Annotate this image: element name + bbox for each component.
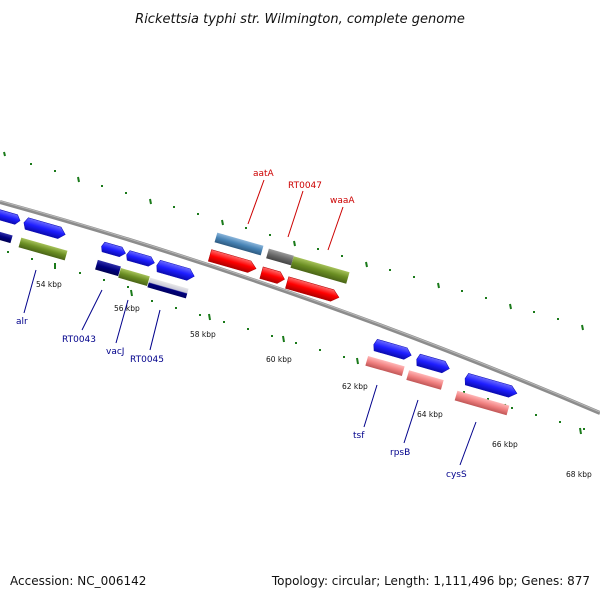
tick-label: 68 kbp <box>566 470 592 479</box>
gene-label-aatA: aatA <box>253 169 275 179</box>
tick-label: 62 kbp <box>342 382 368 391</box>
gene-label-vacJ: vacJ <box>106 347 124 357</box>
tick-label: 54 kbp <box>36 280 62 289</box>
tick-label: 60 kbp <box>266 355 292 364</box>
gene-feature-RT0045 <box>147 277 189 299</box>
topology-text: Topology: circular; Length: 1,111,496 bp… <box>271 574 590 588</box>
gene-label-alr: alr <box>16 317 28 327</box>
gene-feature-forward <box>156 259 195 281</box>
gene-feature-reverse <box>285 276 340 302</box>
gene-label-waaA: waaA <box>330 196 355 206</box>
map-title: Rickettsia typhi str. Wilmington, comple… <box>135 12 465 27</box>
gene-feature-tsf <box>365 355 405 377</box>
gene-feature-aatA <box>214 232 264 256</box>
gene-label-cysS: cysS <box>446 470 467 480</box>
gene-feature-forward <box>464 373 518 398</box>
accession-text: Accession: NC_006142 <box>10 574 147 588</box>
genome-backbone-highlight <box>0 200 600 413</box>
tick-label: 56 kbp <box>114 304 140 313</box>
gene-feature-waaA <box>290 256 350 284</box>
gene-feature-left-edge-bottom <box>0 231 13 244</box>
gene-feature-forward <box>416 353 450 374</box>
gene-feature-left-edge-top <box>0 208 21 225</box>
gene-feature-reverse <box>259 266 285 284</box>
gene-label-rpsB: rpsB <box>390 448 410 458</box>
outer-tick-ring <box>3 151 584 331</box>
gene-feature-rpsB <box>406 370 444 390</box>
gene-label-RT0047: RT0047 <box>288 181 322 191</box>
gene-feature-vacJ <box>118 268 150 286</box>
genome-backbone <box>0 200 600 415</box>
gene-feature-forward <box>23 217 66 239</box>
label-leaders-blue <box>23 269 477 466</box>
label-leaders-red <box>247 179 344 251</box>
gene-feature-forward <box>101 241 126 258</box>
gene-feature-RT0043 <box>95 259 121 277</box>
gene-label-RT0045: RT0045 <box>130 355 164 365</box>
gene-feature-RT0047 <box>266 248 294 266</box>
gene-feature-cysS <box>454 390 510 416</box>
gene-feature-alr <box>18 237 68 261</box>
gene-feature-forward <box>373 338 412 360</box>
tick-label: 58 kbp <box>190 330 216 339</box>
gene-label-RT0043: RT0043 <box>62 335 96 345</box>
gene-feature-reverse <box>207 249 257 273</box>
gene-feature-forward <box>126 250 155 267</box>
gene-label-tsf: tsf <box>353 431 365 441</box>
tick-label: 66 kbp <box>492 440 518 449</box>
tick-label: 64 kbp <box>417 410 443 419</box>
